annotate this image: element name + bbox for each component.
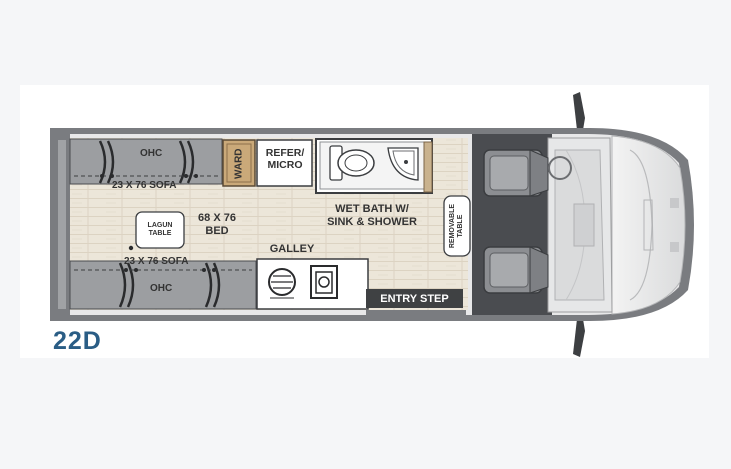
label-sofa-top: 23 X 76 SOFA	[112, 180, 177, 191]
refer-micro	[256, 139, 313, 187]
galley-counter	[256, 258, 369, 310]
sofa-top	[69, 138, 223, 185]
driver-seat	[483, 149, 572, 197]
wet-bath	[315, 138, 433, 194]
sofa-bottom	[69, 260, 257, 310]
label-lagun-table: LAGUN TABLE	[147, 222, 173, 238]
passenger-seat	[483, 246, 549, 294]
wardrobe	[222, 139, 256, 187]
label-galley: GALLEY	[269, 243, 315, 255]
mirror-top	[573, 92, 585, 130]
lagun-table	[135, 211, 185, 249]
removable-table	[443, 195, 471, 257]
label-refer-micro: REFER/ MICRO	[265, 147, 305, 172]
label-ward: WARD	[233, 148, 245, 180]
label-bed: 68 X 76 BED	[198, 212, 236, 237]
label-sofa-bottom: 23 X 76 SOFA	[124, 256, 189, 267]
label-removable-table: REMOVABLE TABLE	[448, 203, 464, 249]
mirror-bottom	[573, 319, 585, 357]
label-ohc-top: OHC	[140, 148, 163, 159]
model-name: 22D	[53, 327, 102, 355]
label-entry-step: ENTRY STEP	[366, 289, 463, 308]
label-wet-bath: WET BATH W/ SINK & SHOWER	[327, 203, 417, 228]
hood	[611, 135, 686, 315]
label-ohc-bottom: OHC	[150, 283, 173, 294]
